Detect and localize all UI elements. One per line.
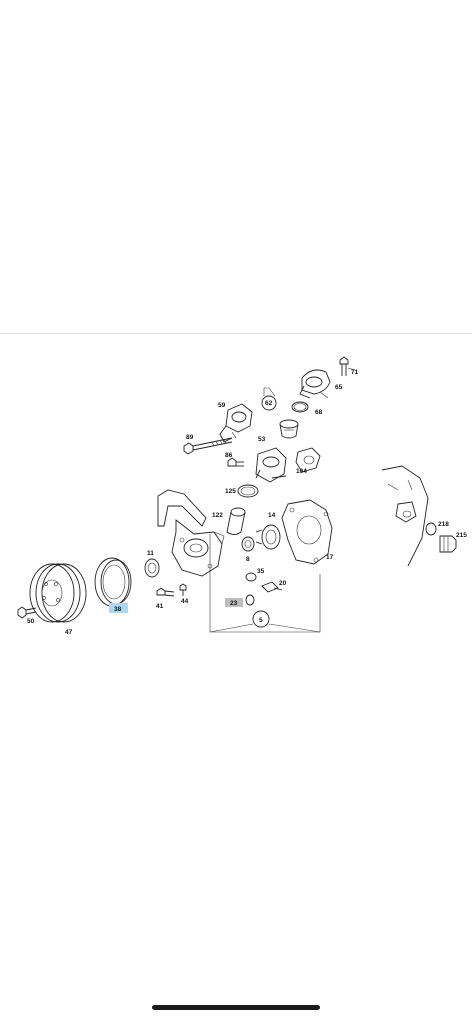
label-53: 53: [258, 436, 266, 443]
parts-diagram: 71 65 62 68 59 89 53: [0, 334, 472, 674]
part-218-ring: [425, 522, 437, 536]
label-218: 218: [438, 521, 449, 528]
part-23-plug: [245, 594, 255, 606]
top-divider: [0, 333, 472, 334]
label-68: 68: [315, 409, 323, 416]
label-86: 86: [225, 452, 233, 459]
label-71: 71: [351, 369, 359, 376]
label-104: 104: [296, 468, 307, 475]
label-14: 14: [268, 512, 276, 519]
part-11-seal: [144, 558, 160, 578]
label-44: 44: [181, 598, 189, 605]
part-38-pulley-ring: [94, 557, 132, 607]
label-125: 125: [225, 488, 236, 495]
part-20-sensor: [261, 581, 283, 593]
part-215-fitting: [439, 535, 457, 553]
label-11: 11: [147, 550, 154, 557]
label-65: 65: [335, 384, 343, 391]
part-17-gasket-plate: [281, 499, 333, 565]
label-17: 17: [326, 554, 334, 561]
label-89: 89: [186, 434, 194, 441]
exploded-parts-drawing: 71 65 62 68 59 89 53: [17, 356, 467, 636]
part-86-bolt: [227, 457, 244, 467]
water-pump-body: [157, 489, 225, 577]
label-122: 122: [212, 512, 223, 519]
label-59: 59: [218, 402, 226, 409]
label-38: 38: [114, 606, 122, 613]
part-23-highlight: [225, 598, 243, 607]
part-8-bushing: [241, 536, 255, 552]
label-35: 35: [257, 568, 265, 575]
label-215: 215: [456, 532, 467, 539]
part-35-washer: [245, 572, 257, 582]
part-44-bolt: [179, 583, 187, 596]
part-65-housing-cover: [299, 369, 331, 399]
part-47-pulley: [29, 563, 87, 623]
engine-block-fragment: [381, 465, 429, 567]
part-68-o-ring: [291, 401, 309, 413]
part-122-pipe-sleeve: [226, 507, 246, 535]
label-62: 62: [265, 400, 273, 407]
part-89-long-bolt: [183, 437, 233, 455]
label-20: 20: [279, 580, 287, 587]
home-indicator[interactable]: [152, 1005, 320, 1010]
label-50: 50: [27, 618, 35, 625]
thermostat-housing-lower: [255, 447, 287, 483]
part-125-clamp-ring: [237, 484, 259, 498]
part-71-bolt: [339, 356, 356, 376]
part-50-bolt: [17, 606, 37, 619]
label-41: 41: [156, 603, 164, 610]
label-8: 8: [246, 556, 250, 563]
part-38-highlight: [109, 603, 128, 613]
part-5-group-bracket: [209, 534, 321, 633]
part-14-impeller: [255, 524, 281, 550]
part-59-flange-housing: [219, 403, 253, 443]
part-62-callout: [261, 387, 277, 411]
part-104-gasket: [295, 447, 321, 473]
part-53-thermostat: [279, 419, 299, 439]
label-23: 23: [230, 600, 238, 607]
label-5: 5: [259, 617, 263, 624]
label-47: 47: [65, 629, 73, 636]
part-41-bolt: [156, 587, 175, 597]
